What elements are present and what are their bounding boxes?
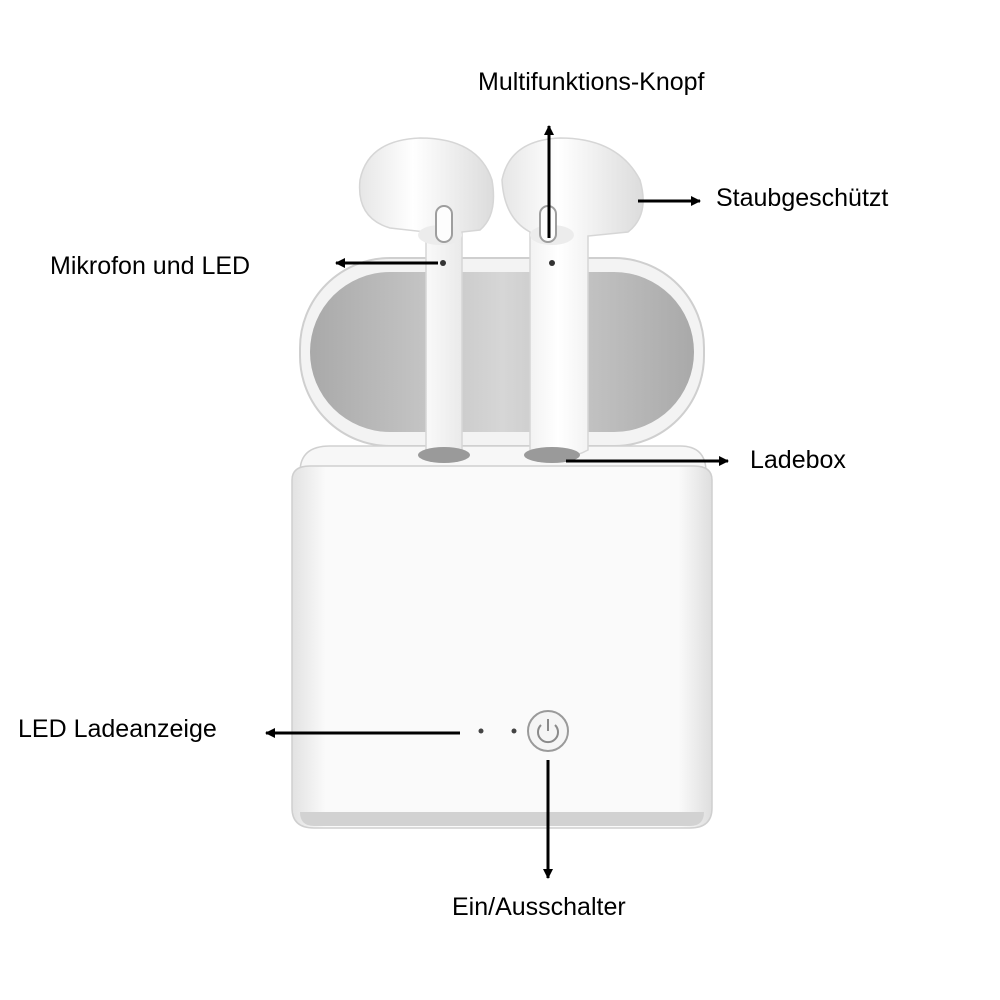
- left-mic-led-dot: [440, 260, 446, 266]
- left-touch-button: [435, 205, 453, 243]
- label-led-charge-indicator: LED Ladeanzeige: [18, 715, 217, 743]
- label-power-switch: Ein/Ausschalter: [452, 893, 626, 921]
- label-dust-protected: Staubgeschützt: [716, 184, 889, 212]
- label-charging-box: Ladebox: [750, 446, 846, 474]
- right-mic-led-dot: [549, 260, 555, 266]
- power-icon: [527, 710, 569, 752]
- label-multifunction-button: Multifunktions-Knopf: [478, 68, 705, 96]
- led-charge-dots: [478, 728, 517, 734]
- case-body: [291, 465, 713, 829]
- case-lid: [299, 257, 705, 447]
- earbud-left: [358, 137, 495, 463]
- label-microphone-led: Mikrofon und LED: [50, 252, 251, 280]
- arrows: [265, 125, 729, 879]
